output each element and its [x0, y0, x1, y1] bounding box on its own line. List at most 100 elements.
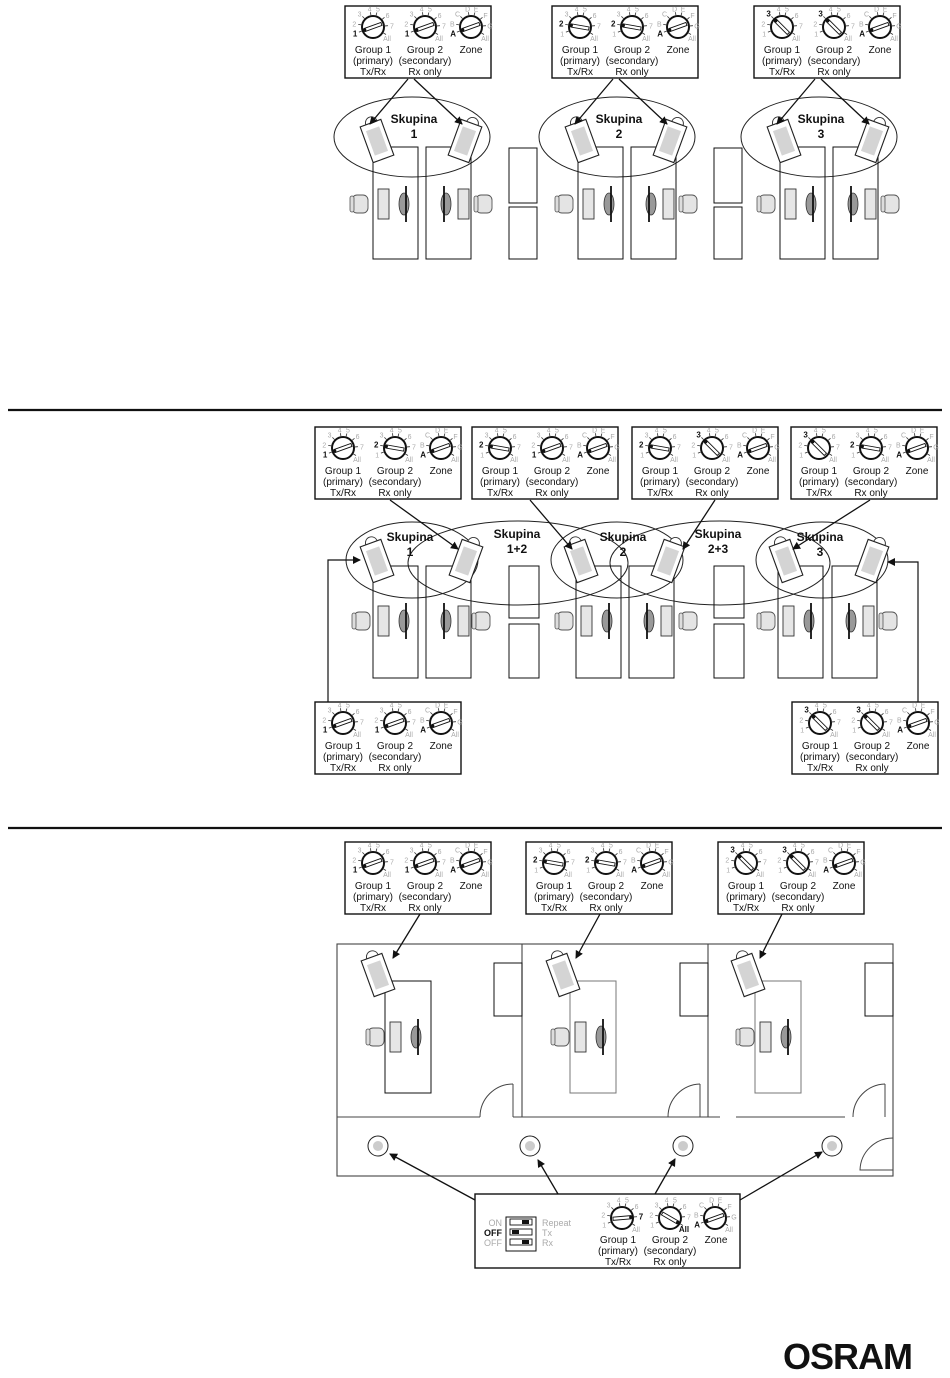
- dial-tick: [890, 32, 894, 35]
- dial-tick: [438, 708, 440, 712]
- chair-back: [878, 612, 884, 630]
- dip-switch[interactable]: [509, 1218, 533, 1226]
- dip-switch[interactable]: [509, 1238, 533, 1246]
- chair-icon: [349, 194, 369, 214]
- desk: [372, 565, 419, 679]
- dial-value: F: [929, 434, 933, 441]
- dial-tick: [607, 1215, 611, 1217]
- dial-tick: [435, 868, 439, 871]
- dial-value: 6: [408, 434, 412, 441]
- dial-value: B: [859, 22, 864, 29]
- group1-sub-label: (primary): [323, 477, 363, 488]
- dial-selected-value: A: [450, 29, 456, 38]
- dial-tick: [468, 12, 470, 16]
- desk: [372, 146, 419, 260]
- dial-selected-value: 3: [782, 846, 787, 855]
- switch-name-label: Repeat: [542, 1218, 572, 1228]
- dial-tick: [760, 433, 763, 437]
- group-title: Skupina: [695, 527, 742, 541]
- group1-mode-label: Tx/Rx: [769, 67, 795, 78]
- dial-value: G: [933, 444, 938, 451]
- dial-tick: [427, 12, 430, 16]
- dial-tick: [667, 1203, 669, 1207]
- group-zone-ellipse: [407, 520, 629, 606]
- dial-value: 7: [412, 719, 416, 726]
- dial-value: D: [465, 6, 470, 13]
- dial-tick: [829, 453, 833, 456]
- dial-tick: [414, 852, 417, 855]
- chair-seat: [680, 611, 698, 631]
- monitor-icon: [440, 609, 452, 633]
- keyboard-icon: [582, 188, 595, 220]
- dial-tick: [607, 1221, 611, 1224]
- dial-value: 2: [761, 22, 765, 29]
- dial-value: 3: [617, 12, 621, 19]
- dial-value: E: [474, 7, 479, 14]
- desk: [425, 565, 472, 679]
- dial-value: 4: [390, 427, 394, 434]
- dial-value: G: [614, 444, 619, 451]
- group2-sub-label: (secondary): [399, 892, 452, 903]
- dial-value: 1: [692, 452, 696, 459]
- dial-pointer-tip: [543, 859, 547, 864]
- monitor-icon: [803, 609, 815, 633]
- dial-selected-value: 1: [375, 725, 380, 734]
- sensor-icon: [563, 536, 599, 584]
- dial-selected-value: All: [679, 1225, 689, 1234]
- dip-switch[interactable]: [509, 1228, 533, 1236]
- dial-tick: [861, 712, 864, 715]
- group-title: Skupina: [600, 530, 647, 544]
- dial-pointer-tip: [332, 724, 337, 728]
- dial-value: All: [510, 457, 518, 464]
- dial-tick: [902, 445, 906, 447]
- dial-value: C: [901, 433, 906, 440]
- dial-value: B: [823, 858, 828, 865]
- dial-value: B: [657, 22, 662, 29]
- dial-value: 7: [649, 23, 653, 30]
- dial-tick: [410, 30, 414, 33]
- dial-value: 5: [555, 428, 559, 435]
